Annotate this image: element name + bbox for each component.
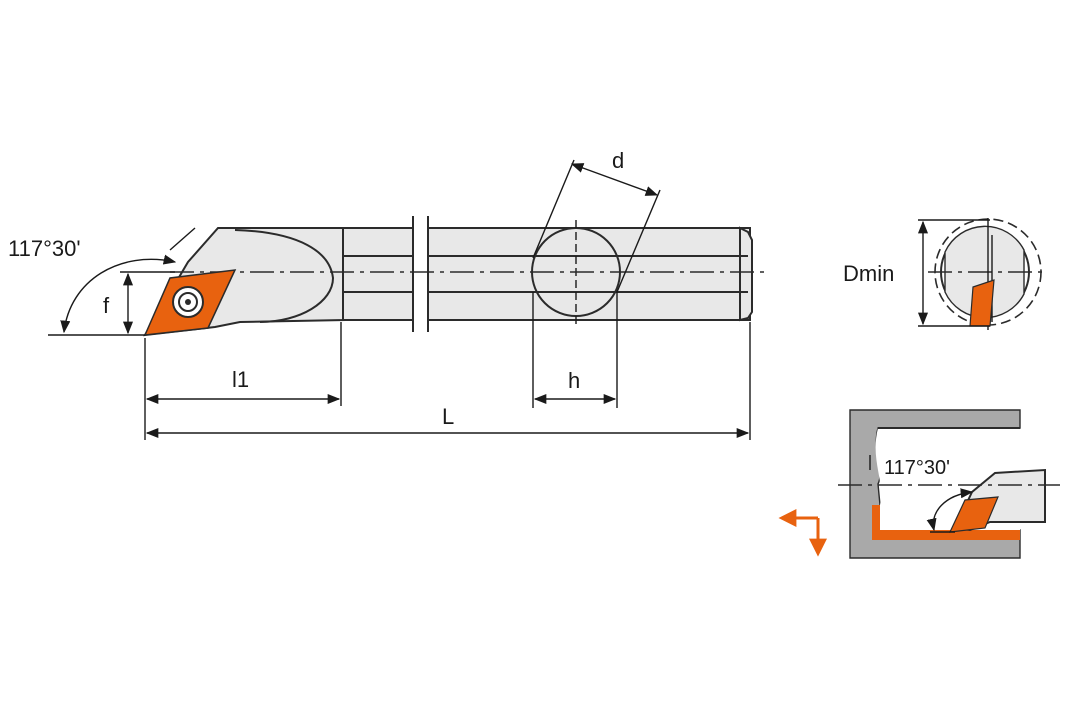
f-label: f xyxy=(103,293,110,318)
feed-direction-arrows xyxy=(778,509,827,557)
d-label: d xyxy=(612,148,624,173)
L-dimension: L xyxy=(145,322,751,440)
detail-angle-label: 117°30' xyxy=(884,457,950,479)
f-dimension: f xyxy=(103,271,175,335)
machined-surface xyxy=(872,505,1020,540)
angle-label: 117°30' xyxy=(8,236,81,261)
application-detail: 117°30' xyxy=(838,409,1060,559)
end-view: Dmin xyxy=(843,218,1048,330)
h-dimension: h xyxy=(532,292,618,408)
angle-dimension: 117°30' xyxy=(8,227,196,336)
shank-end-chamfer xyxy=(739,226,753,322)
l1-dimension: l1 xyxy=(144,322,342,440)
L-label: L xyxy=(442,404,454,429)
h-label: h xyxy=(568,368,580,393)
head-neck-curve xyxy=(234,229,335,323)
shank-section-right xyxy=(427,227,751,321)
dmin-label: Dmin xyxy=(843,261,894,286)
d-dimension: d xyxy=(532,148,661,293)
l1-label: l1 xyxy=(232,367,249,392)
end-view-insert xyxy=(969,279,995,327)
side-view xyxy=(143,216,765,337)
shank-section-left xyxy=(342,227,414,321)
